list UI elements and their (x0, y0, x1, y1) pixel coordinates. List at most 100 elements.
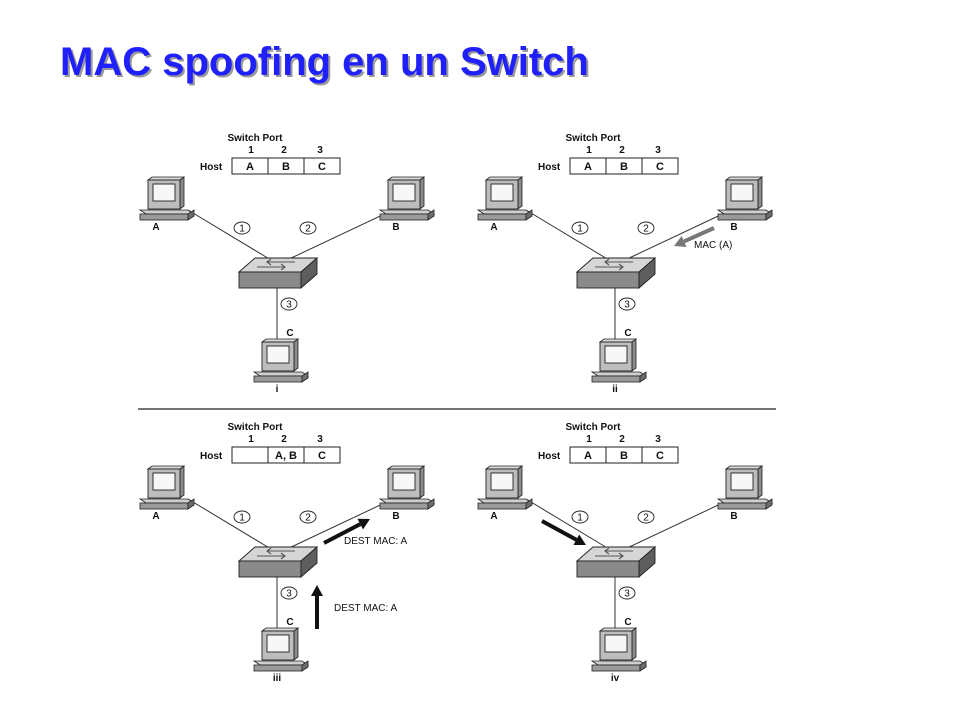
table-header: Switch Port (565, 422, 621, 433)
port-marker (571, 510, 589, 524)
port-marker-number: 3 (286, 589, 292, 600)
table-header: Switch Port (227, 422, 283, 433)
workstation-c-icon (591, 627, 647, 672)
port-marker (299, 510, 317, 524)
host-label-a: A (152, 511, 159, 522)
panel-caption: iii (273, 673, 282, 684)
port-number: 1 (586, 145, 592, 156)
table-cell: C (318, 450, 326, 462)
port-marker-number: 1 (239, 513, 245, 524)
port-number: 3 (317, 434, 323, 445)
link-a (525, 209, 610, 261)
host-table (231, 157, 341, 175)
switch-icon (576, 546, 656, 578)
table-header: Switch Port (227, 133, 283, 144)
workstation-c-icon (591, 338, 647, 383)
host-table (569, 446, 679, 464)
workstation-a-icon (477, 465, 533, 510)
table-cell: B (620, 450, 628, 462)
port-marker-number: 1 (577, 224, 583, 235)
workstation-c-icon (253, 627, 309, 672)
port-number: 1 (248, 434, 254, 445)
switch-icon (576, 257, 656, 289)
row-label: Host (538, 451, 561, 462)
switch-icon (238, 546, 318, 578)
link-b (624, 498, 732, 550)
port-marker (618, 586, 636, 600)
port-number: 1 (586, 434, 592, 445)
table-header: Switch Port (565, 133, 621, 144)
switch-icon (238, 257, 318, 289)
workstation-b-icon (717, 176, 773, 221)
link-b (624, 209, 732, 261)
port-marker-number: 3 (286, 300, 292, 311)
forward-arrow (323, 518, 370, 545)
row-label: Host (538, 162, 561, 173)
link-a (525, 498, 610, 550)
host-table (231, 446, 341, 464)
port-marker-number: 2 (305, 224, 311, 235)
host-label-c: C (624, 328, 631, 339)
port-number: 2 (281, 434, 287, 445)
port-marker (637, 510, 655, 524)
workstation-a-icon (477, 176, 533, 221)
workstation-b-icon (379, 465, 435, 510)
table-cell: A (246, 161, 254, 173)
panel-caption: i (276, 384, 279, 395)
host-label-a: A (490, 511, 497, 522)
port-marker-number: 3 (624, 589, 630, 600)
table-cell: A (584, 450, 592, 462)
port-marker (233, 221, 251, 235)
host-label-c: C (286, 617, 293, 628)
host-label-b: B (730, 511, 737, 522)
port-marker (637, 221, 655, 235)
frame-arrow (541, 519, 586, 545)
port-marker (280, 586, 298, 600)
row-label: Host (200, 162, 223, 173)
workstation-c-icon (253, 338, 309, 383)
workstation-a-icon (139, 176, 195, 221)
link-b (286, 209, 394, 261)
port-number: 3 (655, 145, 661, 156)
port-marker (571, 221, 589, 235)
host-label-b: B (392, 222, 399, 233)
host-label-b: B (730, 222, 737, 233)
host-label-c: C (624, 617, 631, 628)
port-marker-number: 1 (239, 224, 245, 235)
spoof-arrow (674, 226, 715, 247)
host-label-a: A (490, 222, 497, 233)
port-number: 2 (619, 145, 625, 156)
table-cell: C (656, 450, 664, 462)
table-cell: B (620, 161, 628, 173)
host-label-b: B (392, 511, 399, 522)
table-cell: C (318, 161, 326, 173)
table-cell: A (584, 161, 592, 173)
table-cell: C (656, 161, 664, 173)
port-number: 2 (619, 434, 625, 445)
port-number: 3 (655, 434, 661, 445)
panel-caption: iv (611, 673, 620, 684)
panel-caption: ii (612, 384, 618, 395)
port-marker-number: 2 (643, 513, 649, 524)
host-table (569, 157, 679, 175)
workstation-b-icon (717, 465, 773, 510)
port-marker (618, 297, 636, 311)
port-number: 3 (317, 145, 323, 156)
annotation: DEST MAC: A (344, 536, 407, 547)
host-label-a: A (152, 222, 159, 233)
ingress-arrow (311, 585, 323, 629)
host-label-c: C (286, 328, 293, 339)
port-marker (233, 510, 251, 524)
annotation: MAC (A) (694, 240, 732, 251)
port-marker-number: 1 (577, 513, 583, 524)
slide-title: MAC spoofing en un Switch (60, 40, 589, 84)
table-cell: A, B (275, 450, 297, 462)
port-marker (299, 221, 317, 235)
port-marker-number: 2 (305, 513, 311, 524)
port-marker (280, 297, 298, 311)
